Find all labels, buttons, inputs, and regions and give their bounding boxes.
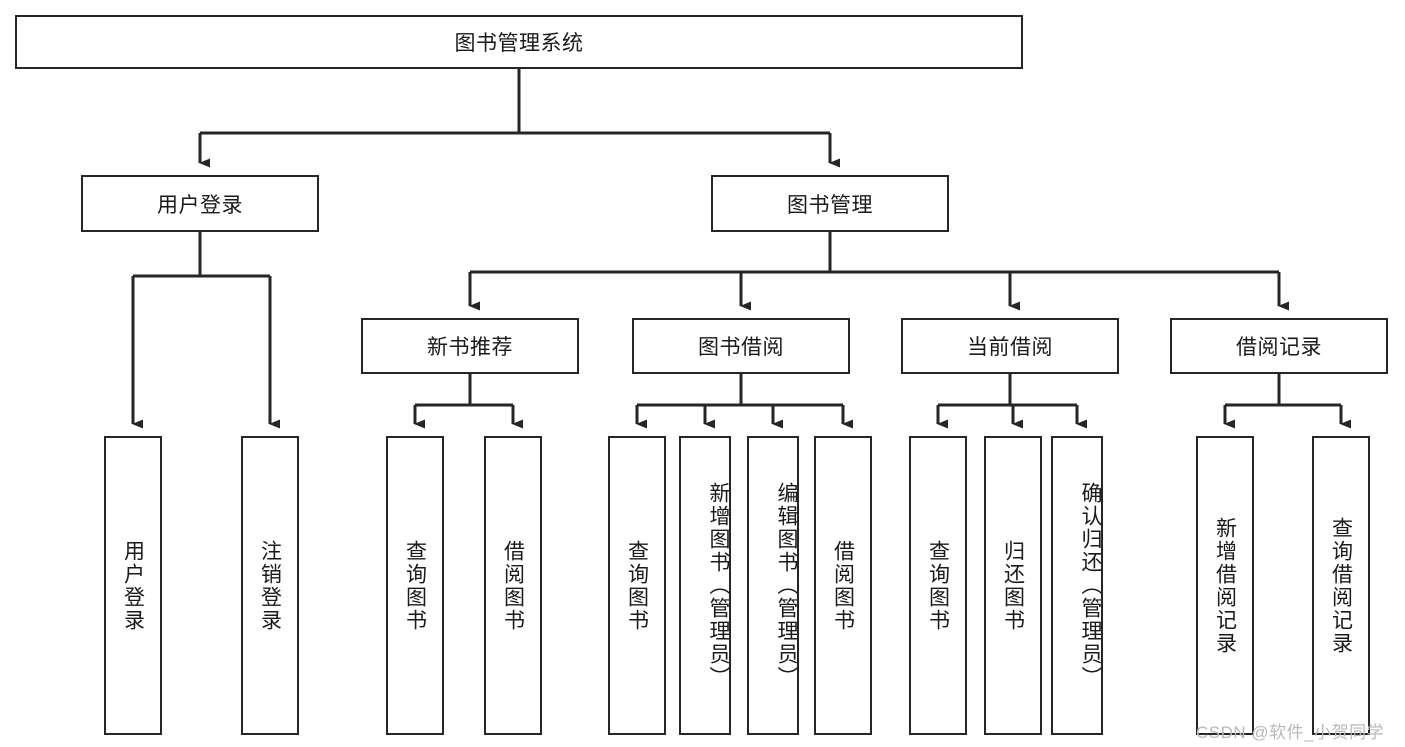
leaf-label: 新增借阅记录 [1213, 516, 1237, 655]
leaf-label: 查询图书 [403, 539, 427, 632]
node-book-borrow-label: 图书借阅 [698, 336, 784, 359]
leaf-logout[interactable]: 注销登录 [241, 436, 299, 735]
leaf-query-book-borrow[interactable]: 查询图书 [608, 436, 666, 735]
node-book-borrow[interactable]: 图书借阅 [632, 318, 850, 374]
node-current-borrow-label: 当前借阅 [967, 336, 1053, 359]
leaf-query-borrow-record[interactable]: 查询借阅记录 [1312, 436, 1370, 735]
leaf-label: 确认归还（管理员） [1079, 482, 1102, 689]
leaf-label: 查询借阅记录 [1329, 516, 1353, 655]
leaf-label: 归还图书 [1001, 539, 1025, 632]
leaf-label: 新增图书（管理员） [707, 482, 730, 689]
leaf-label: 借阅图书 [831, 539, 855, 632]
leaf-label: 注销登录 [258, 539, 282, 632]
csdn-watermark: CSDN @软件_小贺同学 [1196, 723, 1385, 742]
leaf-add-book-admin[interactable]: 新增图书（管理员） [679, 436, 731, 735]
leaf-query-book-current[interactable]: 查询图书 [909, 436, 967, 735]
leaf-user-login[interactable]: 用户登录 [104, 436, 162, 735]
node-book-management-label: 图书管理 [787, 193, 873, 217]
leaf-return-book[interactable]: 归还图书 [984, 436, 1042, 735]
node-current-borrow[interactable]: 当前借阅 [901, 318, 1119, 374]
node-new-book-recommend-label: 新书推荐 [427, 336, 513, 359]
node-new-book-recommend[interactable]: 新书推荐 [361, 318, 579, 374]
leaf-borrow-book[interactable]: 借阅图书 [814, 436, 872, 735]
leaf-label: 查询图书 [625, 539, 649, 632]
node-borrow-record-label: 借阅记录 [1236, 336, 1322, 359]
node-user-login-label: 用户登录 [157, 193, 243, 217]
leaf-query-book-recommend[interactable]: 查询图书 [386, 436, 444, 735]
node-borrow-record[interactable]: 借阅记录 [1170, 318, 1388, 374]
leaf-label: 借阅图书 [501, 539, 525, 632]
leaf-add-borrow-record[interactable]: 新增借阅记录 [1196, 436, 1254, 735]
leaf-label: 编辑图书（管理员） [775, 482, 798, 689]
leaf-label: 查询图书 [926, 539, 950, 632]
node-user-login[interactable]: 用户登录 [81, 175, 319, 232]
leaf-edit-book-admin[interactable]: 编辑图书（管理员） [747, 436, 799, 735]
leaf-label: 用户登录 [121, 539, 145, 632]
node-book-management[interactable]: 图书管理 [711, 175, 949, 232]
leaf-confirm-return-admin[interactable]: 确认归还（管理员） [1051, 436, 1103, 735]
leaf-borrow-book-recommend[interactable]: 借阅图书 [484, 436, 542, 735]
node-root-label: 图书管理系统 [454, 32, 584, 55]
node-root[interactable]: 图书管理系统 [15, 15, 1023, 69]
